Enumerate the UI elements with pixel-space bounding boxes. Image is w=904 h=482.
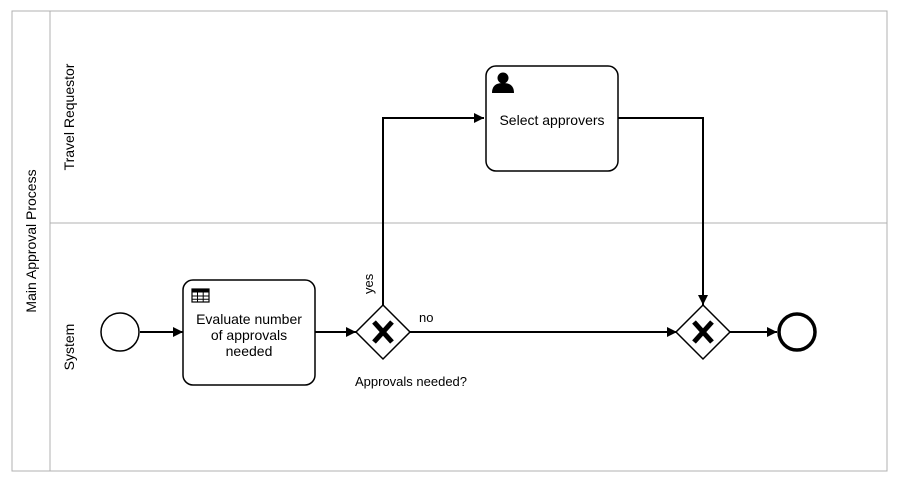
user-icon <box>492 72 514 93</box>
lane-label-travel-requestor: Travel Requestor <box>61 63 77 170</box>
flow-split-yes[interactable] <box>382 113 484 305</box>
task-evaluate-approvals[interactable]: Evaluate number of approvals needed <box>182 279 316 386</box>
business-rule-table-icon <box>191 288 210 303</box>
lane-label-system: System <box>61 324 77 371</box>
task-evaluate-line-3: needed <box>226 343 273 359</box>
end-event[interactable] <box>777 312 817 352</box>
pool: Main Approval Process <box>11 10 888 472</box>
gateway-join[interactable] <box>674 303 732 361</box>
gateway-label-approvals-needed: Approvals needed? <box>355 374 467 389</box>
task-select-approvers-label: Select approvers <box>499 112 604 128</box>
flow-select-to-join[interactable] <box>618 117 708 305</box>
task-evaluate-line-1: Evaluate number <box>196 311 302 327</box>
lane-travel-requestor: Travel Requestor <box>50 63 887 224</box>
exclusive-gateway-x-icon <box>372 320 394 344</box>
lane-system: System <box>61 324 77 371</box>
sequence-flows <box>140 113 777 337</box>
flow-label-yes: yes <box>361 273 376 294</box>
gateway-approvals-needed[interactable] <box>354 303 412 361</box>
exclusive-gateway-x-icon <box>692 320 714 344</box>
task-evaluate-line-2: of approvals <box>211 327 287 343</box>
task-select-approvers[interactable]: Select approvers <box>485 65 619 172</box>
flow-label-no: no <box>419 310 433 325</box>
pool-label: Main Approval Process <box>23 169 39 312</box>
start-event[interactable] <box>100 312 140 352</box>
